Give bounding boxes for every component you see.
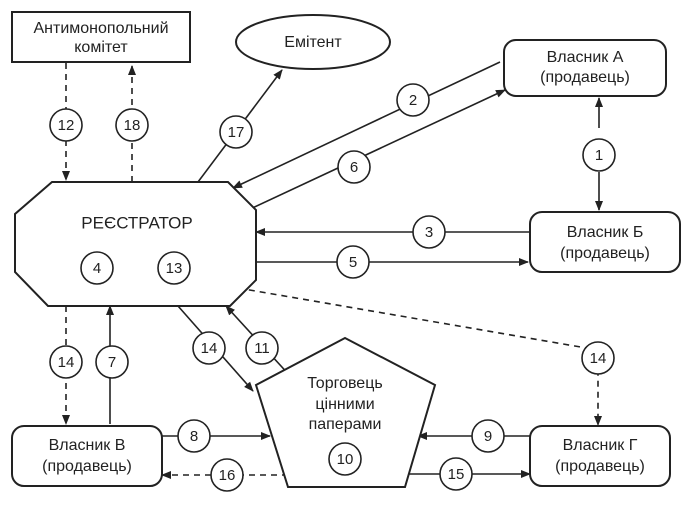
step-14-dealer-circle [192,331,226,365]
dealer-line1: Торговець [307,375,382,392]
step-14-owner-v-circle [49,345,83,379]
step-7-label: 7 [108,354,116,371]
step-8-circle [177,419,211,453]
step-3-circle [412,215,446,249]
step-1-circle [582,138,616,172]
step-14-owner-v-label: 14 [58,354,75,371]
owner-b-box: Власник Б (продавець) [529,211,681,273]
step-10-label: 10 [337,451,354,468]
step-16-label: 16 [219,467,236,484]
registrar-octagon: РЕЄСТРАТОР 4 13 [14,181,257,307]
antimonopoly-committee-box: Антимонопольний комітет [11,11,191,63]
step-16-circle [210,458,244,492]
owner-b-line2: (продавець) [560,245,650,262]
step-9-label: 9 [484,428,492,445]
step-7-circle [95,345,129,379]
step-14-dealer-label: 14 [201,340,218,357]
step-18-circle [115,108,149,142]
step-14-owner-g-label: 14 [590,350,607,367]
antimonopoly-line2: комітет [74,39,128,56]
issuer-label: Емітент [284,34,342,51]
step-5-label: 5 [349,254,357,271]
step-10-circle [328,442,362,476]
owner-a-line2: (продавець) [540,69,630,86]
step-4-circle [80,251,114,285]
step-11-label: 11 [254,340,270,357]
owner-v-line1: Власник В [49,437,126,454]
edge-2 [232,61,501,189]
step-12-label: 12 [58,117,75,134]
step-6-label: 6 [350,159,358,176]
antimonopoly-line1: Антимонопольний [34,20,169,37]
step-1-label: 1 [595,147,603,164]
dealer-line2: цінними [315,396,374,413]
owner-g-line2: (продавець) [555,458,645,475]
owner-a-line1: Власник А [547,49,624,66]
step-6-circle [337,150,371,184]
step-15-circle [439,457,473,491]
edge-6 [247,89,506,211]
step-2-circle [396,83,430,117]
step-5-circle [336,245,370,279]
step-3-label: 3 [425,224,433,241]
owner-a-box: Власник А (продавець) [503,39,667,97]
owner-g-line1: Власник Г [563,437,638,454]
step-13-label: 13 [166,260,183,277]
owner-b-line1: Власник Б [567,224,644,241]
registrar-label: РЕЄСТРАТОР [81,213,192,232]
issuer-ellipse: Емітент [235,14,391,70]
step-12-circle [49,108,83,142]
step-13-circle [157,251,191,285]
owner-v-line2: (продавець) [42,458,132,475]
dealer-line3: паперами [309,416,382,433]
owner-g-box: Власник Г (продавець) [529,425,671,487]
step-15-label: 15 [448,466,465,483]
step-17-circle [219,115,253,149]
step-4-label: 4 [93,260,101,277]
step-14-owner-g-circle [581,341,615,375]
step-18-label: 18 [124,117,141,134]
owner-v-box: Власник В (продавець) [11,425,163,487]
step-11-circle [245,331,279,365]
step-17-label: 17 [228,124,245,141]
step-9-circle [471,419,505,453]
step-8-label: 8 [190,428,198,445]
step-2-label: 2 [409,92,417,109]
dealer-pentagon: Торговець цінними паперами 10 [254,336,437,488]
